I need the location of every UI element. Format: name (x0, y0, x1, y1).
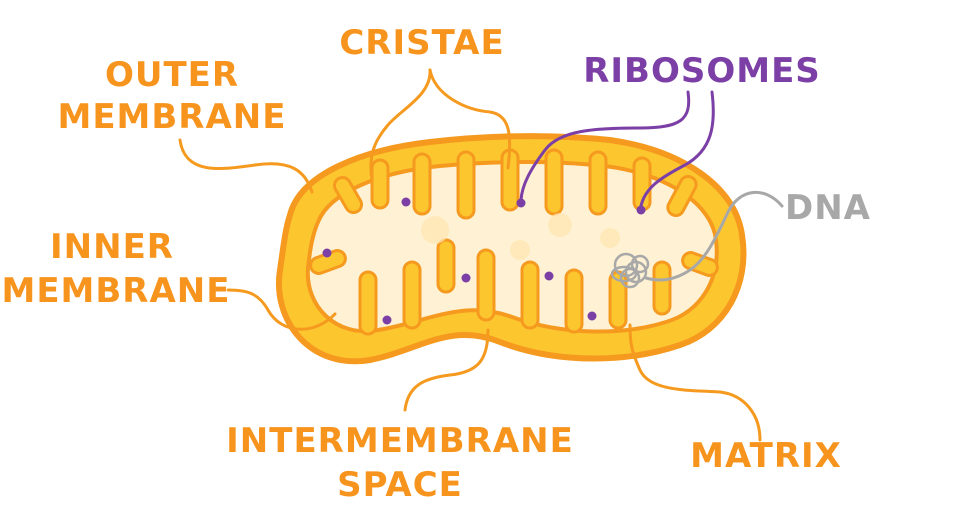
intermembrane-label-line2: SPACE (337, 465, 463, 505)
outer-membrane-leader (178, 138, 314, 194)
intermembrane-leader (403, 328, 490, 412)
ribosome-dot (587, 311, 597, 321)
outer-membrane-label-line1: OUTER (105, 55, 239, 95)
cristae-leader (369, 68, 432, 182)
cristae-leader (428, 68, 512, 170)
ribosome-dot (382, 315, 392, 325)
cristae-folds-bottom (309, 238, 719, 336)
labels: CRISTAE OUTER MEMBRANE RIBOSOMES DNA INN… (2, 23, 871, 505)
ribosome-dot (636, 205, 646, 215)
ribosome-dot (322, 248, 332, 258)
ribosomes-label: RIBOSOMES (583, 51, 821, 91)
dna-label: DNA (785, 188, 871, 228)
ribosomes-leader (639, 90, 715, 208)
inner-membrane-label-line1: INNER (50, 227, 174, 267)
ribosome-dot (516, 198, 526, 208)
cristae-label: CRISTAE (339, 23, 504, 63)
matrix-label: MATRIX (690, 436, 842, 476)
matrix-texture (421, 213, 620, 260)
dna-loop (610, 252, 650, 289)
matrix-leader (628, 323, 762, 442)
mitochondrion (275, 133, 747, 365)
intermembrane-label-line1: INTERMEMBRANE (226, 421, 574, 461)
cristae-folds-top (333, 148, 698, 220)
ribosome-dot (401, 197, 411, 207)
ribosome-dot (461, 273, 471, 283)
ribosomes (322, 197, 646, 325)
inner-membrane-leader (226, 288, 337, 331)
dna-leader (644, 190, 784, 282)
outer-membrane-label-line2: MEMBRANE (58, 97, 287, 137)
leader-lines (178, 68, 784, 442)
ribosome-dot (544, 271, 554, 281)
inner-membrane-label-line2: MEMBRANE (2, 271, 231, 311)
ribosomes-leader (519, 90, 691, 202)
